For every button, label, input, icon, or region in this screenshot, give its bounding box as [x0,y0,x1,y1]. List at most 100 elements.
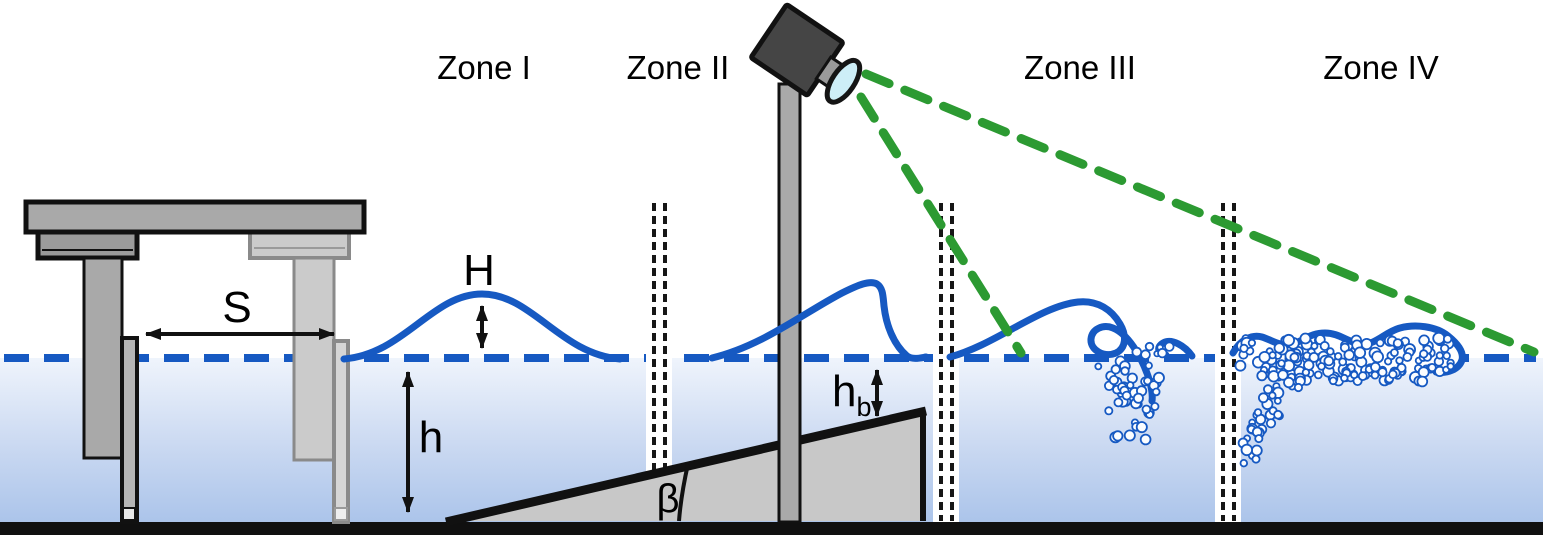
bubble [1110,364,1121,375]
depth-h-label: h [419,413,443,462]
bubble [1144,341,1155,352]
camera-icon [749,2,863,105]
bubble [1343,349,1355,361]
bubble [1120,366,1130,376]
ghost-carriage [248,230,351,260]
bubble [1446,362,1455,371]
zone3-plunging-breaker [946,298,1196,446]
bubble [1121,390,1132,401]
bubble [1310,341,1319,350]
paddle-blade [120,336,139,524]
camera-lens-icon [824,57,863,105]
wavemaker-ghost-position [248,230,351,524]
bubble [1308,351,1320,363]
divider-zone2-zone3 [933,203,959,522]
bubble [1256,370,1268,382]
bubble [1108,374,1120,386]
zone4-label: Zone IV [1323,49,1439,86]
zone1-label: Zone I [437,49,531,86]
wavemaker-beam [23,199,367,235]
zone2-label: Zone II [627,49,730,86]
bubble [1247,338,1257,347]
carriage [35,229,140,261]
camera-ray-far [861,69,1539,357]
sinking-bubble-plume [1237,369,1304,468]
bubble [1416,375,1429,388]
divider-band [646,203,672,472]
wave-height-H-label: H [463,246,495,295]
bubble [1268,391,1277,400]
bubble [1319,340,1330,351]
camera-ray-near [856,92,1026,358]
bubble [1377,367,1388,378]
bubble [1112,430,1124,442]
bubble [1392,338,1403,349]
zone1-solitary-wave [340,290,624,363]
paddle-foot [122,507,136,521]
wavemaker-solid-position [35,229,140,524]
bubble [1277,359,1286,368]
bubble [1251,454,1261,464]
wavemaker [23,199,367,524]
bubble [1151,387,1161,397]
stroke-S-label: S [222,283,251,332]
bubble [1323,355,1335,367]
bubble [1265,418,1277,429]
zone4-turbulent-bore [1229,322,1466,468]
slope-angle-beta-label: β [656,477,679,521]
bubble [1144,361,1153,370]
bubble [1139,433,1152,446]
text-labels: Zone I Zone II Zone III Zone IV S H h hb… [222,49,1438,521]
slope-angle-line [677,463,690,522]
bubble [1268,351,1277,360]
flume-bottom [0,522,1543,535]
bubble [1432,331,1446,345]
bubble [1254,434,1264,444]
bubble [1113,397,1124,408]
bubble [1384,357,1393,366]
bubble [1277,369,1289,381]
bubble [1282,333,1295,347]
bubble [1313,370,1323,380]
bubble [1140,349,1151,361]
bore-bubbles [1234,331,1455,388]
bubble [1273,342,1286,354]
camera-pole [777,82,802,524]
bubble [1390,348,1399,358]
bubble [1353,346,1367,359]
bubble [1157,347,1168,359]
divider-band [933,203,959,522]
bubble [1164,341,1175,352]
bubble [1283,376,1295,389]
bubble [1370,370,1380,380]
ghost-paddle-foot [334,507,348,521]
hb-subscript: b [856,392,871,422]
bubble [1094,362,1103,371]
bubble [1375,338,1385,348]
bubble [1273,409,1283,420]
bubble [1326,347,1335,356]
bubble [1371,350,1384,364]
bubble [1357,371,1368,382]
bubble [1395,356,1404,365]
bubble [1418,334,1430,347]
bubble [1442,351,1451,360]
waves [340,279,1466,468]
bubble [1349,370,1359,380]
bubble [1417,366,1430,379]
bubble [1419,349,1429,359]
bubble [1131,346,1143,358]
bubble [1258,392,1269,404]
bubble [1258,350,1271,364]
bubble [1340,373,1349,383]
bubble [1328,376,1338,386]
bubble [1152,371,1165,384]
hb-base: h [832,367,856,416]
bubble [1253,408,1263,417]
bubble [1250,444,1263,457]
bubble [1150,401,1160,411]
bubble [1435,351,1444,360]
bubble [1132,392,1144,404]
ghost-arm [292,256,336,462]
